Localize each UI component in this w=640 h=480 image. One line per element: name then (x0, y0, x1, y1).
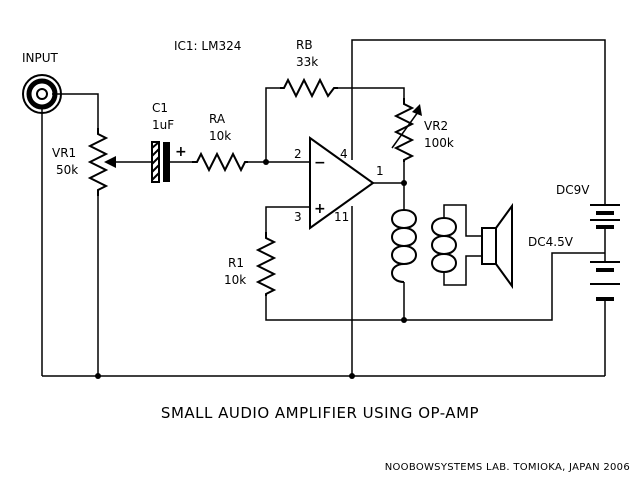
junction-dot (401, 180, 407, 186)
input-jack-icon (22, 74, 62, 114)
c1-polarity: + (175, 144, 187, 160)
transformer-icon (391, 204, 482, 286)
noninv-wire (265, 206, 310, 232)
input-label: INPUT (22, 51, 59, 65)
dc9v-label: DC9V (556, 183, 590, 197)
diagram-title: SMALL AUDIO AMPLIFIER USING OP-AMP (161, 404, 479, 422)
r1-value: 10k (224, 273, 246, 287)
r1-name: R1 (228, 256, 244, 270)
vr1-value: 50k (56, 163, 78, 177)
r1-resistor-icon (255, 232, 277, 296)
ra-resistor-icon (192, 151, 248, 173)
vr1-name: VR1 (52, 146, 76, 160)
opamp-icon (309, 136, 375, 230)
wires (41, 39, 606, 377)
feedback-left-wire (265, 87, 280, 162)
dc45v-label: DC4.5V (528, 235, 574, 249)
junction-dot (349, 373, 355, 379)
rb-vr2-wire (338, 87, 405, 98)
vr2-value: 100k (424, 136, 454, 150)
c1-name: C1 (152, 101, 168, 115)
opamp-plus-sign: + (314, 201, 326, 217)
pin-4-label: 4 (340, 147, 348, 161)
junction-dot (95, 373, 101, 379)
vr2-name: VR2 (424, 119, 448, 133)
pin-11-label: 11 (334, 210, 349, 224)
opamp-minus-sign: − (314, 155, 326, 171)
rb-resistor-icon (280, 77, 338, 99)
pin-3-label: 3 (294, 210, 302, 224)
speaker-icon (481, 202, 513, 290)
pin-1-label: 1 (376, 164, 384, 178)
battery-icon (590, 204, 620, 301)
input-signal-wire (52, 93, 99, 128)
c1-value: 1uF (152, 118, 174, 132)
vr1-resistor-icon (87, 128, 118, 196)
r1-bias-wire (265, 252, 605, 321)
credit-line: NOOBOWSYSTEMS LAB. TOMIOKA, JAPAN 2006 (385, 462, 630, 473)
vcc-wire (351, 39, 606, 205)
ra-name: RA (209, 112, 226, 126)
rb-value: 33k (296, 55, 318, 69)
junctions (95, 159, 407, 379)
ic-label: IC1: LM324 (174, 39, 241, 53)
pin-2-label: 2 (294, 147, 302, 161)
c1-capacitor-icon (151, 141, 170, 183)
rb-name: RB (296, 38, 313, 52)
ra-value: 10k (209, 129, 231, 143)
vr2-resistor-icon (391, 98, 422, 162)
junction-dot (263, 159, 269, 165)
junction-dot (401, 317, 407, 323)
